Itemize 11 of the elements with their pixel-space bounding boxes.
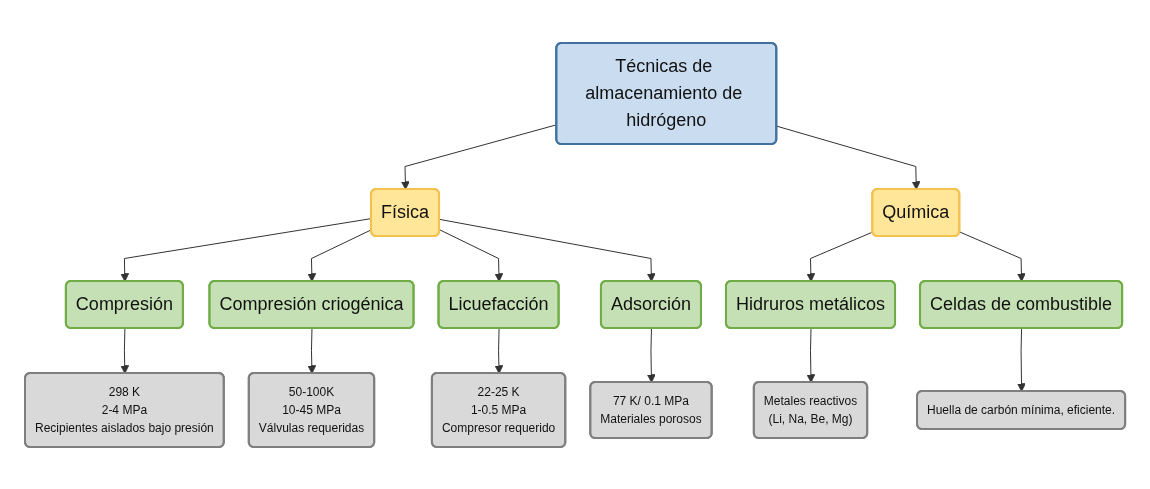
arrow bbox=[959, 231, 1026, 282]
arrow bbox=[120, 327, 130, 374]
arrow bbox=[806, 327, 816, 383]
arrow bbox=[438, 228, 504, 282]
arrow bbox=[646, 327, 656, 383]
arrow bbox=[438, 218, 656, 282]
arrow bbox=[806, 231, 874, 282]
arrow bbox=[776, 125, 921, 190]
arrow bbox=[1017, 327, 1026, 392]
arrow bbox=[494, 327, 504, 374]
arrow bbox=[307, 327, 317, 374]
